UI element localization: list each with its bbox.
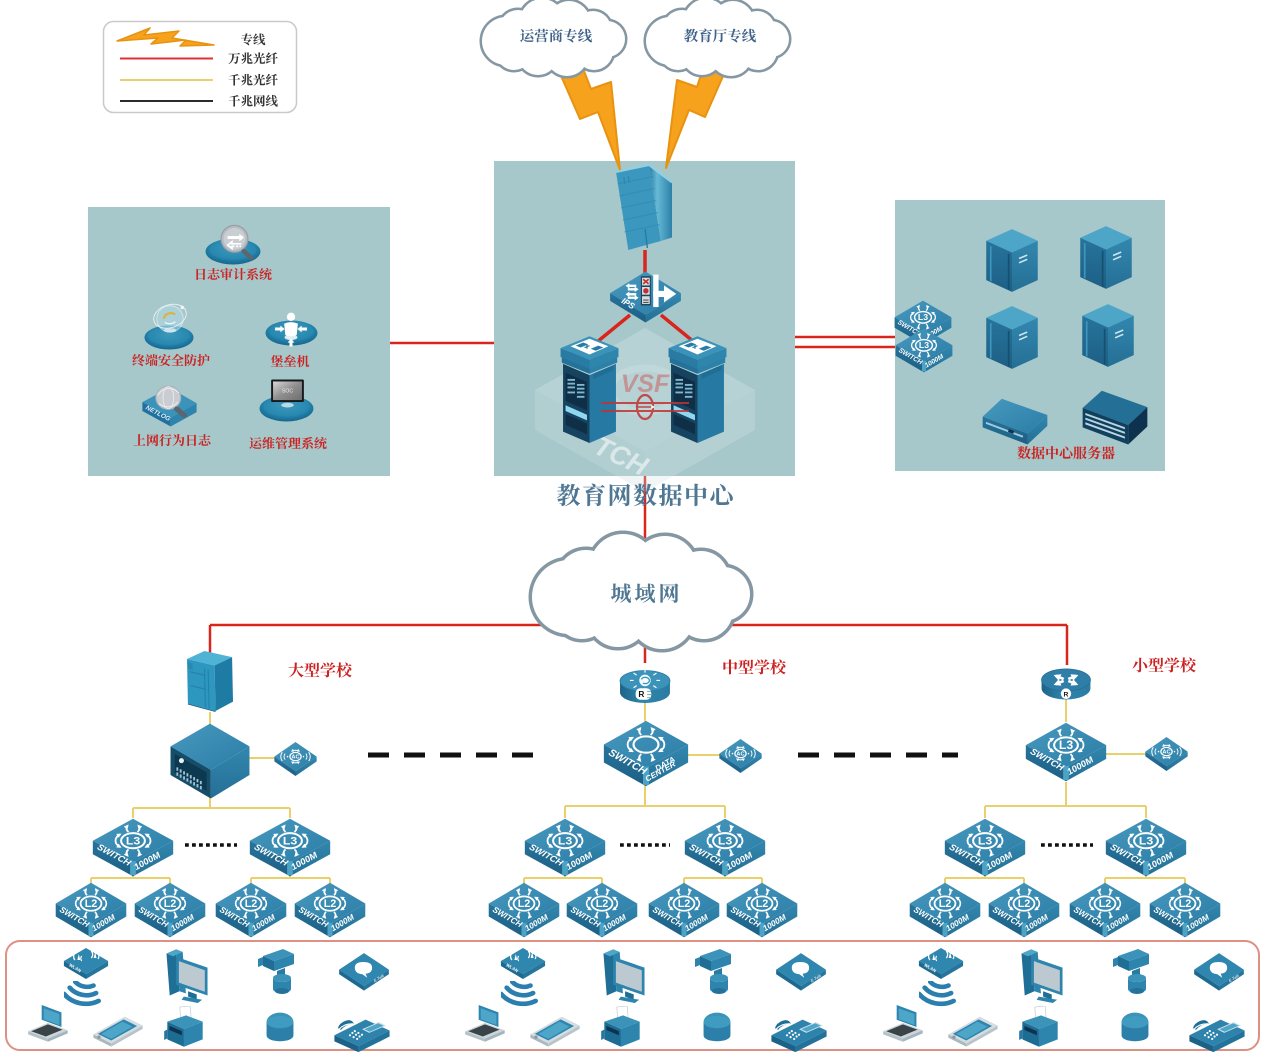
svg-text:VSF: VSF [621, 370, 670, 398]
